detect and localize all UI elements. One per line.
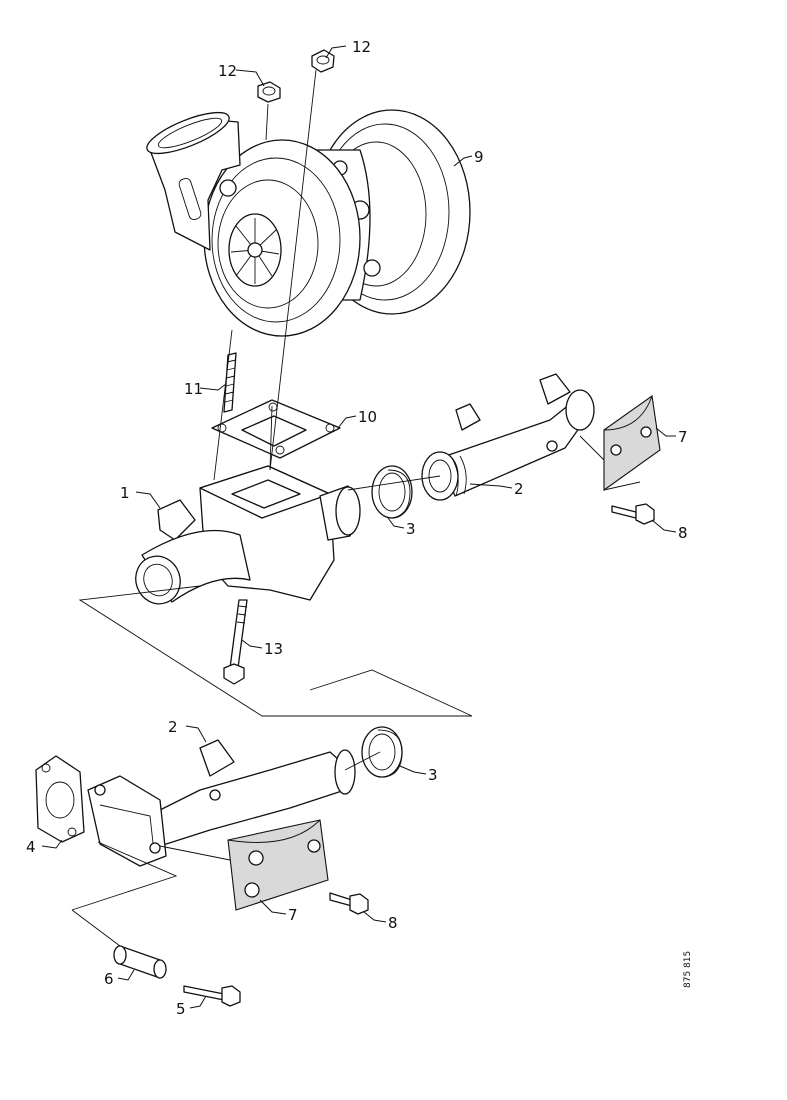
- screw-lower: [329, 892, 369, 915]
- part-label-8-upper: 8: [678, 524, 688, 542]
- sealing-ring-upper: [371, 465, 413, 519]
- flange-gasket: [211, 399, 341, 459]
- part-label-1: 1: [120, 484, 130, 502]
- part-label-9: 9: [474, 148, 484, 166]
- part-label-3-upper: 3: [406, 520, 416, 538]
- part-label-3-lower: 3: [428, 766, 438, 784]
- assembly-lines: [71, 69, 641, 947]
- part-label-2-lower: 2: [168, 718, 178, 736]
- part-label-7-lower: 7: [288, 906, 298, 924]
- part-label-13: 13: [264, 640, 283, 658]
- exhaust-pipe-lower: [87, 739, 356, 867]
- exhaust-elbow: [135, 465, 361, 605]
- spacer-sleeve: [113, 945, 167, 979]
- stud-bolt: [223, 352, 237, 413]
- part-label-8-lower: 8: [388, 914, 398, 932]
- part-label-12-left: 12: [218, 62, 237, 80]
- long-bolt: [223, 599, 248, 685]
- part-label-11: 11: [184, 380, 203, 398]
- flange-nut-right: [311, 49, 335, 73]
- bolt-lower: [183, 985, 241, 1007]
- part-label-2-upper: 2: [514, 480, 524, 498]
- part-label-12-right: 12: [352, 38, 371, 56]
- manifold-gasket: [35, 755, 85, 843]
- heat-shield-upper: [603, 395, 661, 492]
- part-label-7-upper: 7: [678, 428, 688, 446]
- part-label-4: 4: [26, 838, 36, 856]
- heat-shield-lower: [227, 819, 329, 911]
- part-label-10: 10: [358, 408, 377, 426]
- turbocharger: [146, 109, 471, 337]
- exhaust-pipe-upper: [421, 373, 595, 501]
- drawing-reference-number: 875 815: [683, 951, 693, 988]
- screw-upper: [611, 503, 655, 525]
- part-label-5: 5: [176, 1000, 186, 1018]
- sealing-ring-lower: [361, 726, 403, 778]
- part-label-6: 6: [104, 970, 114, 988]
- part-labels: 12 12 9 11 10 1 3 2 7 8 13 2 3 4 7 8 6: [26, 38, 693, 1018]
- flange-nut-left: [257, 81, 281, 103]
